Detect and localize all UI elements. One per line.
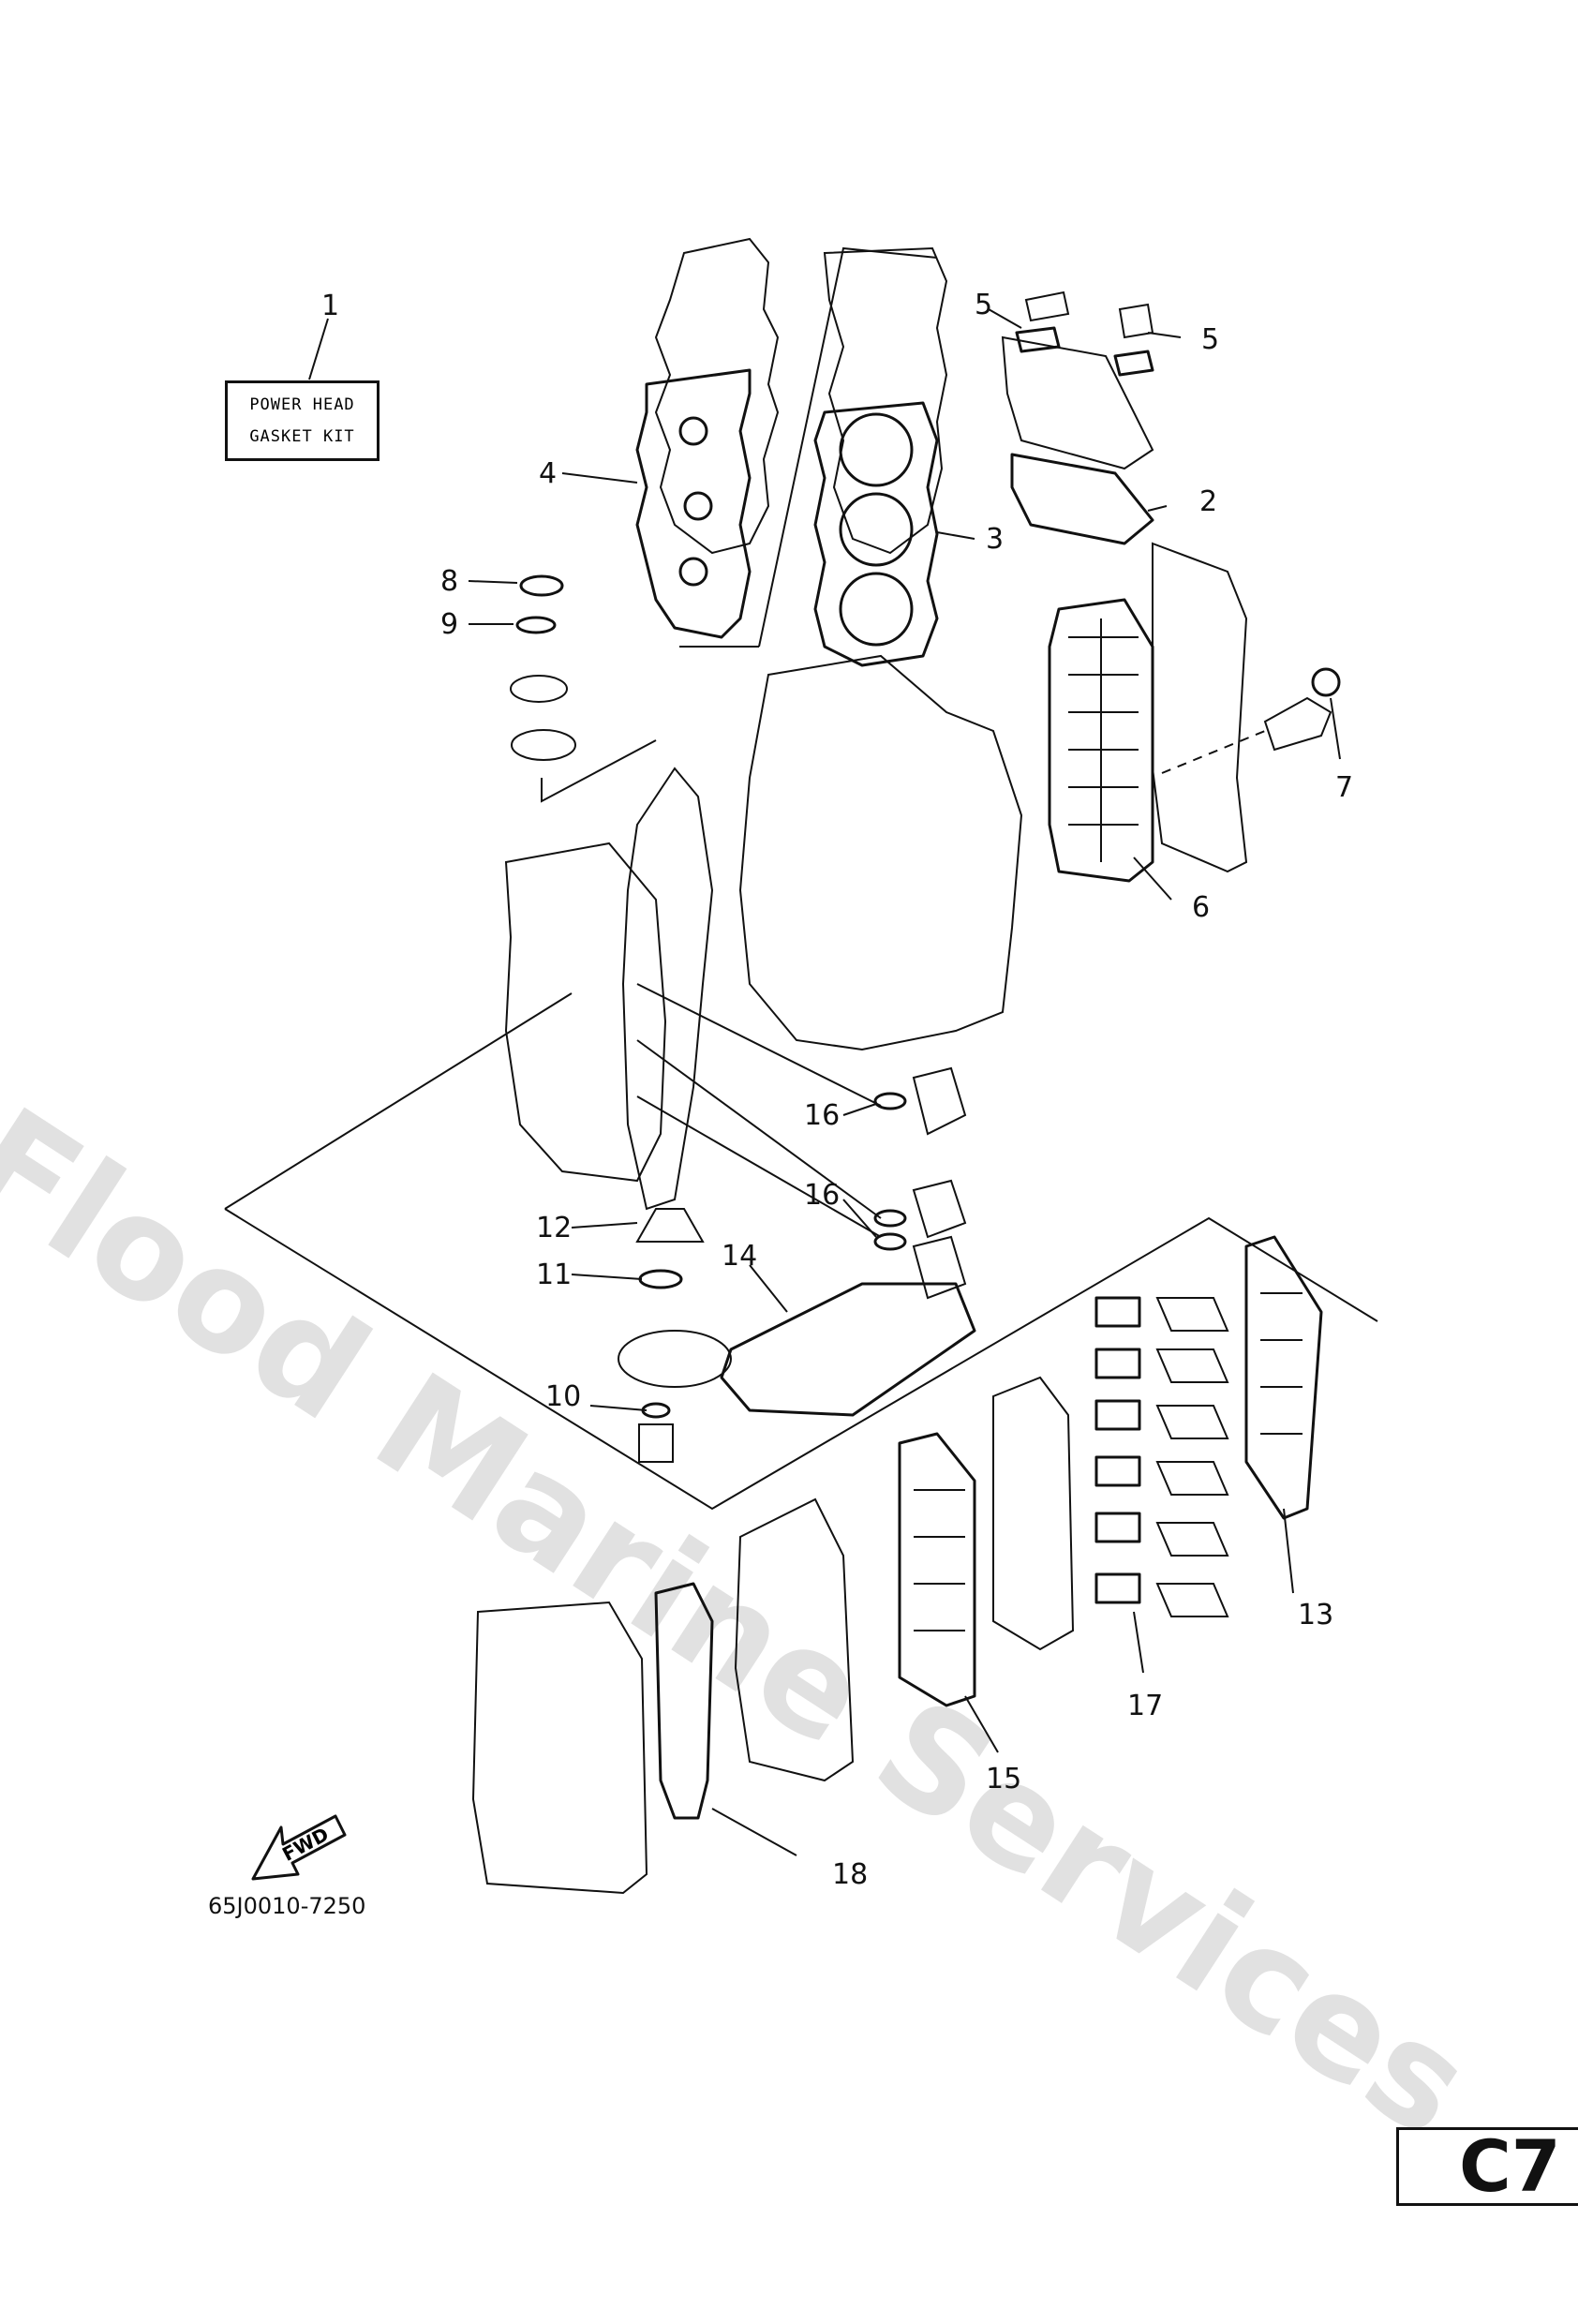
bushing — [638, 1423, 674, 1463]
callout-13: 13 — [1298, 1599, 1333, 1631]
small-cap — [1024, 290, 1070, 322]
small-cap — [1118, 303, 1154, 339]
bearing-seal — [510, 675, 568, 703]
gasket-kit-label: POWER HEAD GASKET KIT — [225, 380, 380, 461]
oil-seal-11 — [638, 1269, 683, 1289]
silencer-cover — [471, 1601, 648, 1895]
reed-gasket — [873, 1232, 907, 1251]
callout-14: 14 — [722, 1240, 757, 1273]
kit-label-line1: POWER HEAD — [249, 395, 355, 414]
callout-10: 10 — [545, 1380, 581, 1413]
callout-16b: 16 — [804, 1179, 840, 1212]
cover-gasket — [1010, 453, 1154, 545]
cap-gasket — [1015, 326, 1061, 353]
page-badge: C7 — [1396, 2127, 1578, 2206]
exhaust-cover — [1001, 335, 1154, 470]
intake-gasket-15 — [898, 1432, 976, 1707]
reed-cap — [912, 1235, 967, 1300]
callout-7: 7 — [1335, 771, 1353, 804]
callout-18: 18 — [832, 1858, 868, 1891]
exhaust-plate-gasket — [1048, 598, 1154, 883]
seal-10 — [641, 1402, 671, 1419]
reed-gasket — [873, 1092, 907, 1110]
callout-3: 3 — [986, 523, 1004, 556]
thermostat-housing — [1263, 696, 1332, 752]
reed-cap — [912, 1066, 967, 1136]
reed-gasket — [873, 1209, 907, 1228]
group-bracket — [541, 739, 657, 803]
group-bracket — [758, 246, 938, 648]
callout-4: 4 — [539, 457, 557, 490]
thermostat-gasket — [1311, 667, 1341, 697]
reed-petals-17 — [1094, 1296, 1229, 1617]
cylinder-head-block — [823, 246, 948, 555]
leader-line — [1161, 730, 1266, 774]
exhaust-plate — [1152, 542, 1248, 873]
fwd-label: FWD — [278, 1823, 332, 1866]
callout-5b: 5 — [1201, 323, 1219, 356]
cylinder-head-cover — [654, 237, 780, 555]
leader-line — [636, 1095, 882, 1238]
reed-cap — [912, 1179, 967, 1239]
gasket-hole — [683, 491, 713, 521]
gasket-hole — [678, 416, 708, 446]
callout-17: 17 — [1127, 1690, 1163, 1722]
callout-6: 6 — [1192, 891, 1210, 924]
kit-label-line2: GASKET KIT — [249, 427, 355, 446]
cap-gasket — [1113, 350, 1154, 377]
callout-11: 11 — [536, 1259, 572, 1291]
cylinder-head-gasket — [635, 368, 752, 639]
callout-15: 15 — [986, 1763, 1021, 1795]
fwd-arrow: FWD — [251, 1814, 347, 1881]
oil-seal — [519, 574, 564, 597]
crankcase-half — [504, 842, 667, 1183]
oil-seal-plate — [720, 1282, 976, 1417]
callout-5a: 5 — [975, 289, 992, 321]
leader-line — [636, 983, 882, 1107]
bearing-seal — [511, 729, 576, 761]
leader-line — [636, 1039, 882, 1219]
callout-8: 8 — [440, 565, 458, 598]
leader-lines — [308, 308, 1341, 1856]
seal-ring — [654, 1582, 714, 1820]
intake-gasket-13 — [1244, 1235, 1323, 1520]
callout-1: 1 — [321, 290, 339, 322]
intake-manifold — [734, 1497, 855, 1782]
callout-9: 9 — [440, 608, 458, 641]
crankshaft — [621, 767, 714, 1211]
reed-block — [992, 1376, 1075, 1651]
o-ring — [515, 616, 557, 634]
callout-2: 2 — [1199, 485, 1217, 518]
group-bracket — [224, 992, 1378, 1511]
gasket-hole — [678, 557, 708, 587]
callout-12: 12 — [536, 1212, 572, 1244]
lower-housing — [618, 1330, 732, 1388]
head-gasket-3 — [813, 401, 939, 667]
callout-16a: 16 — [804, 1099, 840, 1132]
crankcase-block — [738, 654, 1023, 1051]
part-code: 65J0010-7250 — [208, 1893, 366, 1919]
bearing-cap — [635, 1208, 705, 1243]
